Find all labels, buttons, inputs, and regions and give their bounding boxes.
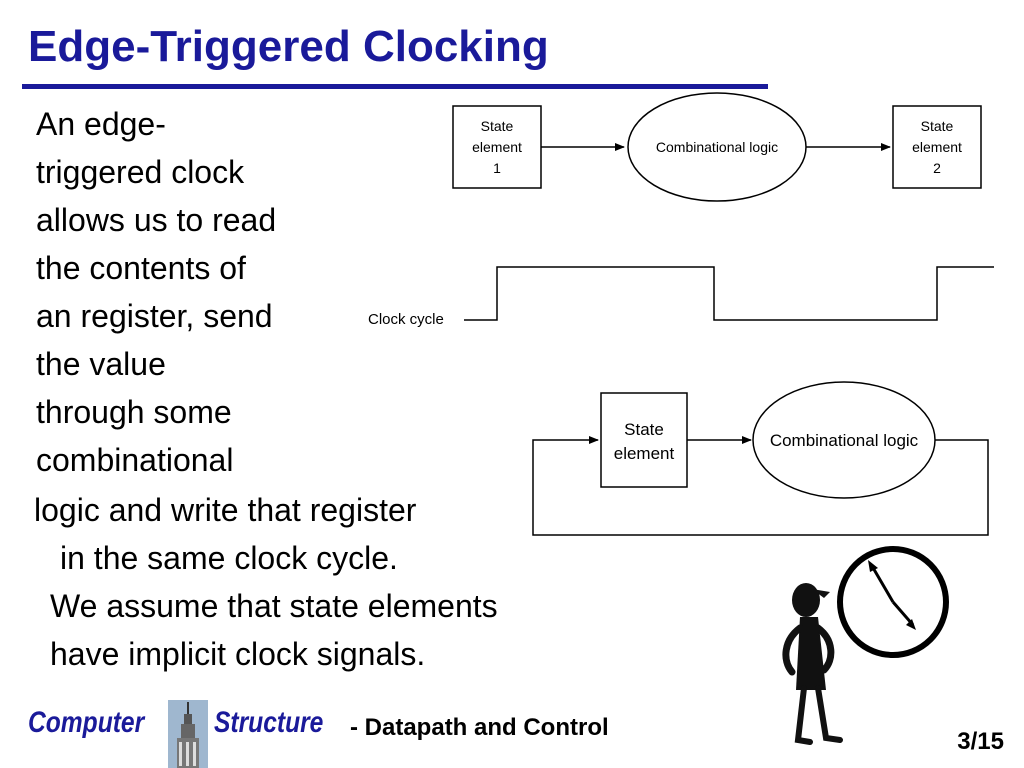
body-line-4: the contents of: [36, 250, 246, 286]
state-element-1-line-3: 1: [493, 160, 501, 176]
state-element-2-line-3: 2: [933, 160, 941, 176]
state-element-1-box: [452, 105, 542, 189]
slide-title: Edge-Triggered Clocking: [28, 22, 549, 71]
body-line-1: An edge-: [36, 106, 166, 142]
footer-subtitle: - Datapath and Control: [350, 714, 609, 741]
building-icon: [168, 700, 208, 768]
footer-brand-structure: Structure: [214, 706, 324, 739]
body-line-5: an register, send: [36, 298, 273, 334]
clock-face-icon: [837, 546, 949, 658]
body-line-3: allows us to read: [36, 202, 277, 238]
state-element-1-line-2: element: [472, 139, 522, 155]
body-line-2: triggered clock: [36, 154, 245, 190]
title-underline: [22, 84, 768, 89]
combinational-logic-top-label: Combinational logic: [656, 139, 778, 155]
feedback-loop-arrow: [532, 436, 989, 536]
body-line-6: the value: [36, 346, 166, 382]
state-element-1-line-1: State: [481, 118, 514, 134]
body-continuation-2: in the same clock cycle.: [60, 540, 398, 576]
body-continuation-3: We assume that state elements: [50, 588, 498, 624]
body-line-7: through some: [36, 394, 232, 430]
body-continuation-1: logic and write that register: [34, 492, 417, 528]
stick-figure-icon: [782, 583, 843, 745]
page-number: 3/15: [957, 728, 1004, 755]
state-element-2-box: [892, 105, 982, 189]
state-element-2-line-2: element: [912, 139, 962, 155]
combinational-logic-bottom-label: Combinational logic: [770, 431, 919, 450]
clock-waveform: [464, 266, 994, 321]
clock-cycle-label: Clock cycle: [368, 311, 444, 328]
state-element-bottom-box: [600, 392, 688, 488]
body-continuation-4: have implicit clock signals.: [50, 636, 426, 672]
body-line-8: combinational: [36, 442, 234, 478]
state-element-2-line-1: State: [921, 118, 954, 134]
state-element-bottom-line-2: element: [614, 444, 675, 463]
state-element-bottom-line-1: State: [624, 420, 664, 439]
footer-brand-computer: Computer: [28, 706, 145, 739]
